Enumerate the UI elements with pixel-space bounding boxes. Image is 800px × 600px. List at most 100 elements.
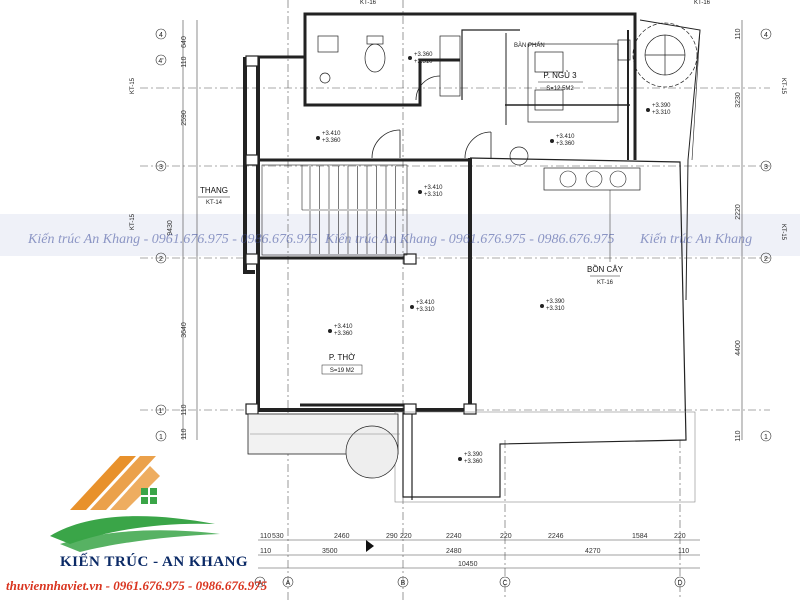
elev-4a: +3.410 <box>556 134 575 140</box>
lower-planter <box>247 413 400 479</box>
watermark-band <box>0 214 800 256</box>
elev-4b: +3.360 <box>556 141 575 147</box>
elev-5b: +3.310 <box>424 192 443 198</box>
dim-left-1: 640 <box>181 36 188 48</box>
building-walls <box>243 12 687 500</box>
grid-col-d: D <box>677 580 682 587</box>
dim-bottom-6: 2240 <box>446 533 462 540</box>
side-tags: KT-15 KT-15 KT-15 KT-15 <box>130 77 786 240</box>
dim-right-4: 4400 <box>735 340 742 356</box>
grid-label-right-1: 1 <box>764 434 768 441</box>
elev-1a: +3.360 <box>414 52 433 58</box>
top-tag-1: KT-16 <box>360 0 377 6</box>
dressing-table-label: BÀN PHẤN <box>514 42 545 49</box>
side-tag-1: KT-15 <box>130 77 136 94</box>
brand-website: thuviennhaviet.vn - 0961.676.975 - 0986.… <box>6 578 268 593</box>
elevation-marks: +3.360 +3.310 +3.390 +3.310 +3.410 +3.36… <box>322 52 671 465</box>
side-tag-2: KT-15 <box>780 78 786 95</box>
elev-8a: +3.410 <box>334 324 353 330</box>
elev-5a: +3.410 <box>424 185 443 191</box>
dimension-left: 640 110 2590 9430 3640 110 110 <box>167 20 198 440</box>
watermark-text: Kiến trúc An Khang - 0961.676.975 - 0986… <box>27 232 752 247</box>
dim-left-2: 110 <box>181 56 188 67</box>
grid-label-4p: 4' <box>158 58 163 65</box>
dim-right-2: 3230 <box>735 92 742 108</box>
dim-bottom-4: 290 <box>386 533 398 540</box>
doors <box>371 75 492 159</box>
bedroom-area: S=12.5M2 <box>546 86 574 92</box>
grid-label-right-3: 3 <box>764 164 768 171</box>
dim-bottom-row2-1: 110 <box>260 548 271 555</box>
dim-bottom-total: 10450 <box>458 561 478 568</box>
dim-right-5: 110 <box>735 430 742 441</box>
elev-1b: +3.310 <box>414 59 433 65</box>
elevation-arrows <box>316 56 650 461</box>
top-tag-2: KT-16 <box>694 0 711 6</box>
side-tag-4: KT-15 <box>780 224 786 241</box>
roof-outline <box>639 19 701 301</box>
altar-room-area: S=19 M2 <box>330 368 355 374</box>
dim-bottom-5: 220 <box>400 533 412 540</box>
watermark-segment-3: Kiến trúc An Khang <box>639 232 752 247</box>
dim-bottom-9: 1584 <box>632 533 648 540</box>
grid-bubbles-bottom: A A B C D <box>254 576 686 588</box>
elev-8b: +3.360 <box>334 331 353 337</box>
side-tag-3: KT-15 <box>130 213 136 230</box>
dim-bottom-10: 220 <box>674 533 686 540</box>
dim-bottom-2: 530 <box>272 533 284 540</box>
elev-9b: +3.360 <box>464 459 483 465</box>
dimension-bottom: 110 530 2460 290 220 2240 220 2246 1584 … <box>258 533 700 569</box>
elev-3b: +3.360 <box>322 138 341 144</box>
dim-left-4: 3640 <box>181 322 188 338</box>
planter-ref: KT-16 <box>597 280 614 286</box>
grid-bubbles-right: 4 3 2 1 <box>760 28 772 442</box>
tree-icon <box>632 22 698 88</box>
elev-2a: +3.390 <box>652 103 671 109</box>
logo-wave-icon <box>50 516 220 552</box>
grid-bubbles-left: 4 4' 3 2 1' 1 <box>155 28 167 442</box>
dim-right-1: 110 <box>735 28 742 39</box>
dim-bottom-row2-2: 3500 <box>322 548 338 555</box>
grid-label-2: 2 <box>159 256 163 263</box>
dim-left-6: 110 <box>181 428 188 439</box>
elev-7b: +3.310 <box>546 306 565 312</box>
stair-ref: KT-14 <box>206 200 223 206</box>
dim-bottom-1: 110 <box>260 533 271 540</box>
elev-7a: +3.390 <box>546 299 565 305</box>
elev-6b: +3.310 <box>416 307 435 313</box>
planter-box <box>509 146 641 262</box>
dim-bottom-8: 2246 <box>548 533 564 540</box>
room-labels: BÀN PHẤN P. NGỦ 3 S=12.5M2 THANG KT-14 P… <box>198 42 624 375</box>
dim-bottom-7: 220 <box>500 533 512 540</box>
watermark-segment-1: Kiến trúc An Khang - 0961.676.975 - 0986… <box>27 232 317 247</box>
dimension-right: 110 3230 2220 4400 110 <box>735 20 743 442</box>
grid-label-3: 3 <box>159 164 163 171</box>
logo-roof-icon <box>70 456 160 510</box>
grid-label-right-2: 2 <box>764 256 768 263</box>
elev-6a: +3.410 <box>416 300 435 306</box>
brand-logo <box>50 456 220 552</box>
grid-label-1: 1 <box>159 434 163 441</box>
grid-col-a: A <box>258 580 263 587</box>
grid-col-c: C <box>502 580 507 587</box>
elev-3a: +3.410 <box>322 131 341 137</box>
dim-left-5: 110 <box>181 404 188 415</box>
dim-bottom-row2-5: 110 <box>678 548 689 555</box>
dim-bottom-row2-4: 4270 <box>585 548 601 555</box>
grid-label-4: 4 <box>159 32 163 39</box>
elev-2b: +3.310 <box>652 110 671 116</box>
planter-name: BỒN CÂY <box>587 264 624 274</box>
grid-label-right-4: 4 <box>764 32 768 39</box>
bathroom-fixtures <box>317 35 461 97</box>
bed <box>527 39 631 123</box>
bedroom-name: P. NGỦ 3 <box>543 71 577 80</box>
grid-label-1p: 1' <box>158 408 163 415</box>
brand-name: KIẾN TRÚC - AN KHANG <box>60 554 249 570</box>
elev-9a: +3.390 <box>464 452 483 458</box>
grid-col-a2: A <box>286 580 291 587</box>
balcony-outline <box>394 411 696 503</box>
dim-left-3: 2590 <box>181 110 188 126</box>
altar-room-name: P. THỜ <box>329 353 355 362</box>
dim-bottom-3: 2460 <box>334 533 350 540</box>
